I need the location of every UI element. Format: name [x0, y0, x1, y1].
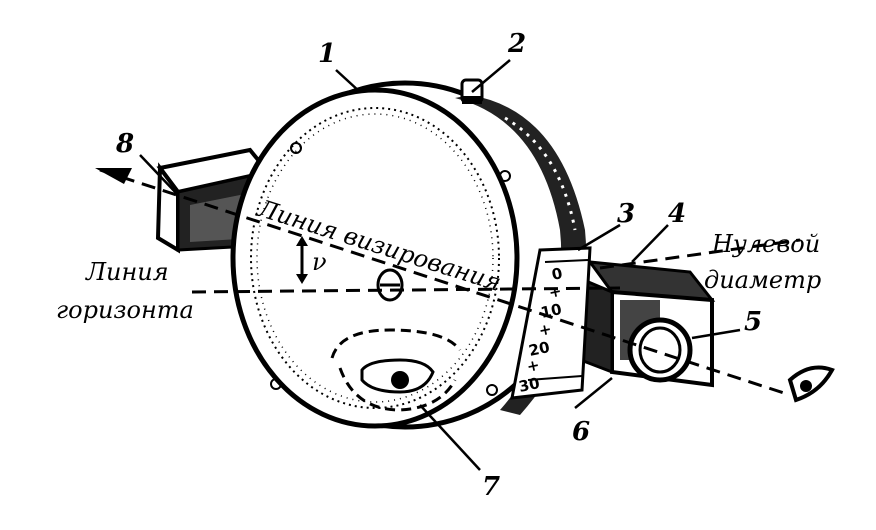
- callout-4: 4: [668, 199, 686, 229]
- callout-1: 1: [318, 39, 336, 69]
- level-pendulum: [330, 328, 462, 412]
- callout-2: 2: [507, 29, 526, 59]
- horizon-label-line2: горизонта: [56, 296, 194, 324]
- scale-mark-0: 0: [550, 264, 564, 284]
- scale-mark-6: 30: [517, 374, 541, 396]
- scale-mark-3: +: [537, 320, 553, 340]
- scale-window: [510, 246, 592, 400]
- callout-7: 7: [482, 472, 500, 502]
- angle-symbol: ν: [312, 248, 327, 276]
- scale-mark-1: +: [547, 282, 563, 302]
- scale-mark-4: 20: [527, 338, 551, 360]
- horizon-label-line1: Линия: [85, 258, 169, 286]
- disc-face: [230, 87, 520, 429]
- horizon-line: [191, 286, 621, 294]
- eye-icon: [787, 365, 835, 403]
- zero-diameter-line: [599, 238, 801, 270]
- sighting-line: [95, 168, 791, 397]
- zero-diameter-label-line2: диаметр: [704, 266, 821, 294]
- callout-5: 5: [744, 307, 762, 337]
- scale-mark-5: +: [525, 356, 541, 376]
- zero-diameter-label-line1: Нулевой: [711, 230, 820, 258]
- callout-3: 3: [617, 199, 635, 229]
- callout-8: 8: [115, 129, 134, 159]
- leader-lines: [139, 59, 741, 471]
- callout-6: 6: [572, 417, 590, 447]
